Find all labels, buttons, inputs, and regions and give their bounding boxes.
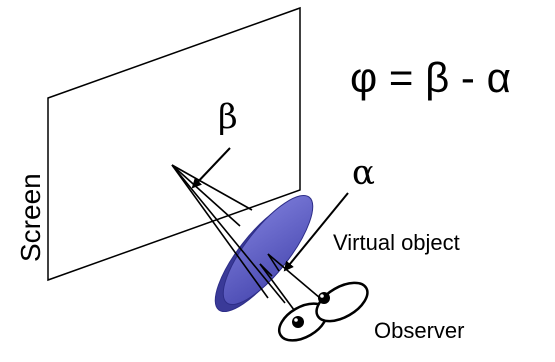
beta-sightlines xyxy=(171,164,286,304)
observer-eyes xyxy=(278,281,369,342)
screen-plane xyxy=(47,6,301,282)
virtual-object-label: Virtual object xyxy=(333,230,460,255)
right-eye-icon xyxy=(315,281,369,323)
beta-arrow xyxy=(191,147,231,189)
observer-label: Observer xyxy=(374,318,464,343)
beta-label: β xyxy=(218,97,238,137)
left-eye-icon xyxy=(278,302,328,342)
virtual-object-disc xyxy=(214,194,314,313)
formula: φ = β - α xyxy=(350,54,511,101)
screen-label: Screen xyxy=(15,173,46,262)
alpha-arrow xyxy=(283,192,349,272)
alpha-label: α xyxy=(352,153,375,193)
